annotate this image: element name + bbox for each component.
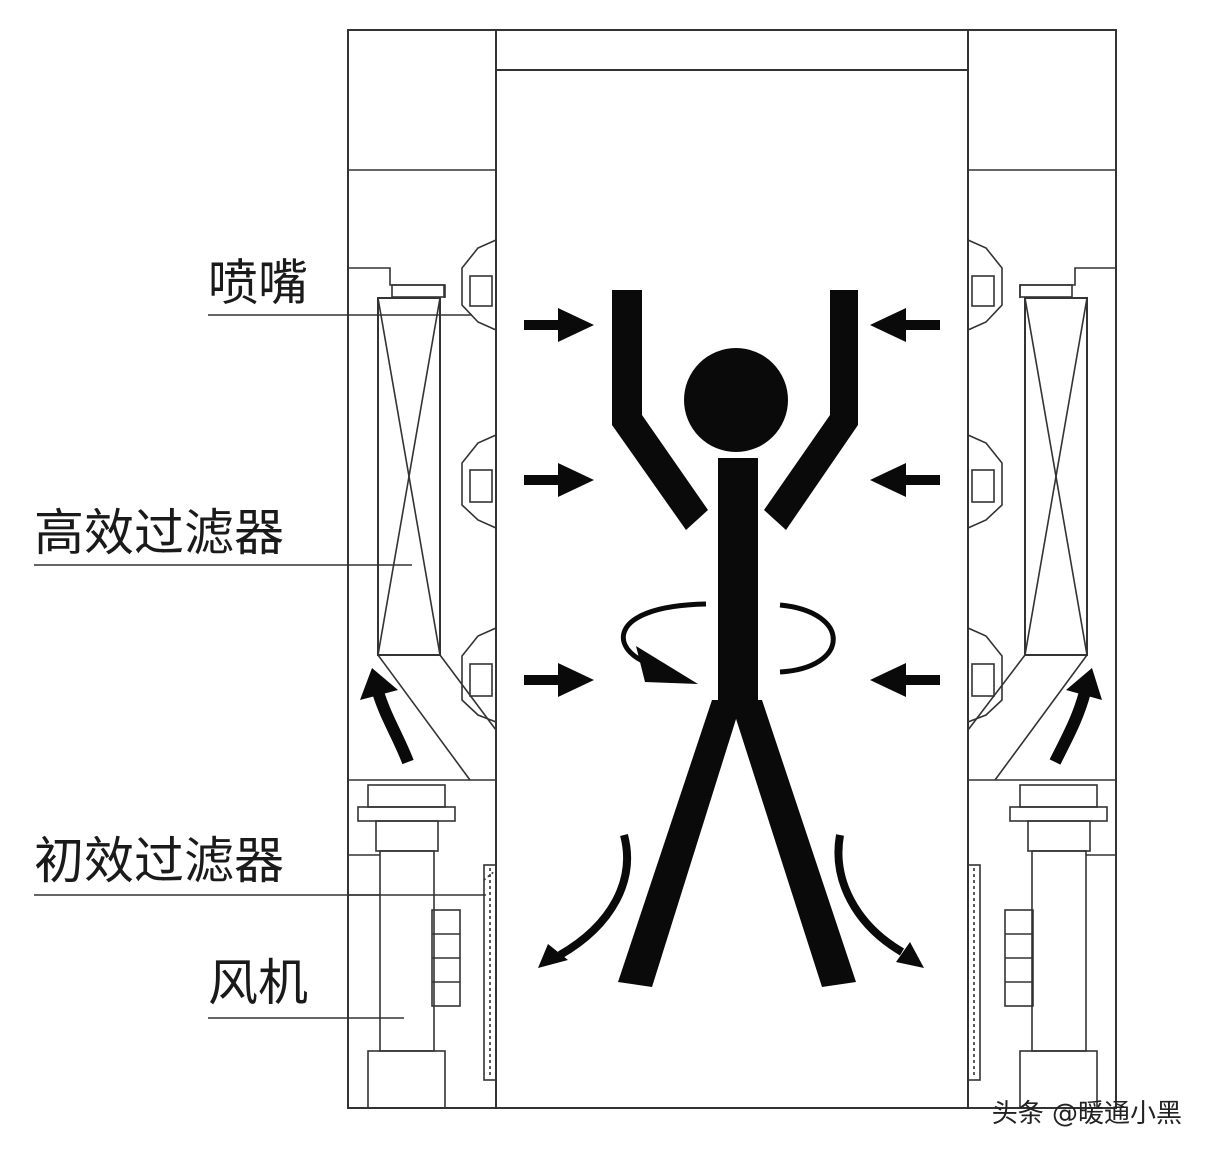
nozzle-left-mid — [461, 433, 497, 530]
right-column — [967, 29, 1117, 1109]
fan-left — [431, 909, 461, 1007]
primary-filter-right — [1009, 784, 1116, 1109]
hepa-filter-left — [348, 267, 497, 781]
nozzle-right-top — [967, 238, 1003, 332]
up-arrow-right — [1049, 668, 1102, 765]
down-arrow-left — [538, 833, 632, 968]
airflow-arrow-right-mid — [870, 463, 940, 497]
label-hepa-filter: 高效过滤器 — [34, 504, 284, 562]
nozzle-left-top — [461, 238, 497, 332]
airflow-arrow-left-mid — [524, 463, 594, 497]
label-primary-filter: 初效过滤器 — [34, 832, 284, 890]
left-column — [347, 29, 497, 1109]
down-arrow-right — [834, 834, 924, 968]
nozzle-left-bottom — [461, 626, 497, 724]
mesh-strip-left — [483, 864, 497, 1081]
nozzle-right-mid — [967, 433, 1003, 530]
person-head — [684, 348, 788, 452]
person-right-leg — [730, 700, 856, 987]
person-left-arm — [612, 290, 708, 530]
mesh-strip-right — [967, 864, 981, 1081]
cabin — [495, 69, 969, 1109]
fan-right — [1004, 909, 1034, 1007]
watermark: 头条 @暖通小黑 — [992, 1099, 1182, 1129]
top-band — [495, 29, 969, 71]
up-arrow-left — [360, 668, 414, 765]
label-nozzle: 喷嘴 — [208, 254, 308, 312]
primary-filter-left — [348, 784, 456, 1109]
person-left-leg — [618, 700, 742, 987]
airflow-arrow-right-top — [870, 308, 940, 342]
airflow-arrow-right-bottom — [870, 663, 940, 697]
airflow-arrow-left-bottom — [524, 663, 594, 697]
rotation-arrow — [621, 601, 836, 684]
person-right-arm — [764, 290, 858, 530]
label-fan: 风机 — [208, 954, 308, 1012]
airflow-arrow-left-top — [524, 308, 594, 342]
person-torso — [718, 458, 758, 702]
hepa-filter-right — [967, 267, 1116, 781]
nozzle-right-bottom — [967, 626, 1003, 724]
person-figure — [612, 290, 858, 987]
